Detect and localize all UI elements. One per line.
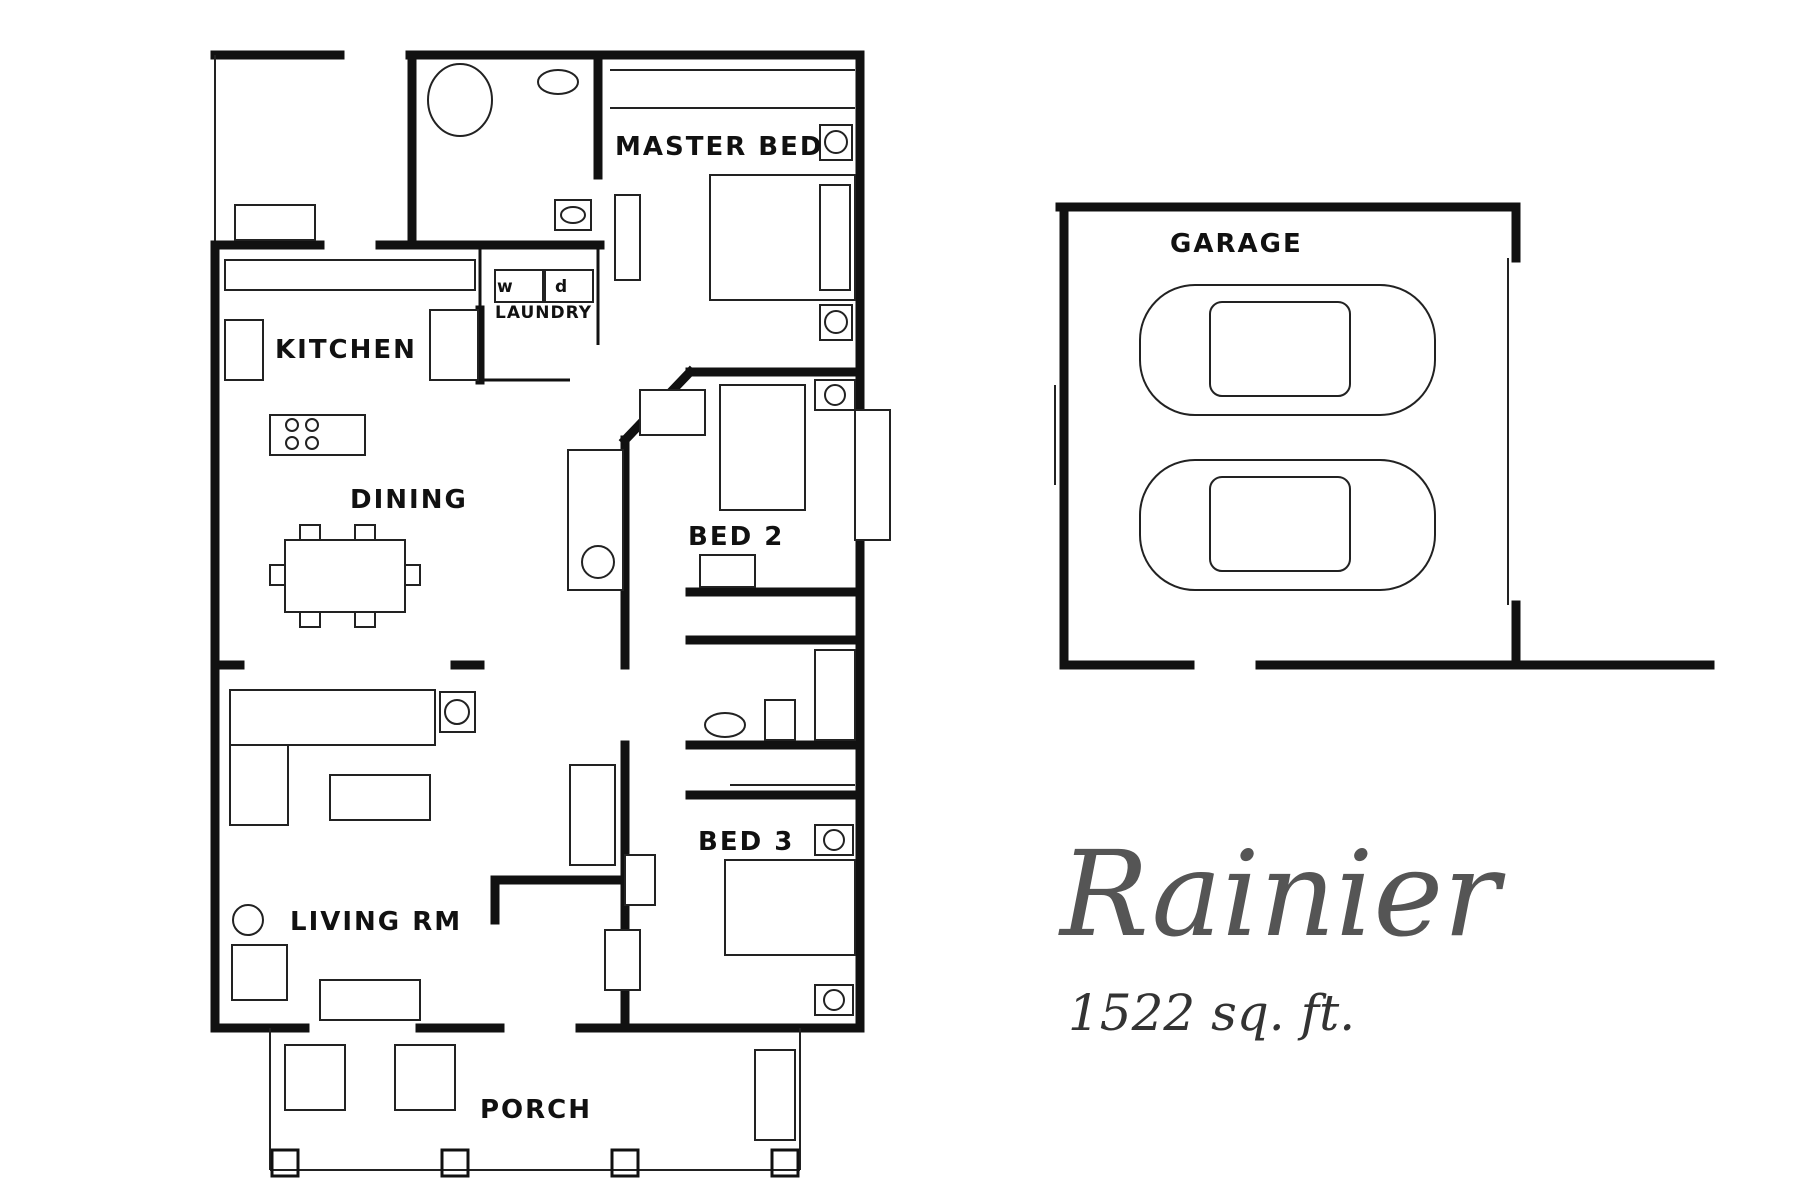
laundry-appliances (494, 269, 594, 303)
label-garage: GARAGE (1170, 229, 1303, 259)
living-furniture (229, 689, 616, 1021)
bed2-furniture (639, 379, 891, 588)
label-master-bed: MASTER BED (615, 132, 823, 162)
label-bed2: BED 2 (688, 522, 784, 552)
master-bed-furniture (610, 69, 856, 341)
bed3-furniture (604, 784, 856, 1016)
garage-walls (1054, 202, 1715, 670)
hall-closet (567, 449, 624, 591)
garage-cars (1139, 284, 1436, 591)
label-bed3: BED 3 (698, 827, 794, 857)
master-bath-fixtures (427, 63, 592, 231)
label-dryer: d (555, 277, 568, 297)
label-dining: DINING (350, 485, 468, 515)
plan-name: Rainier (1058, 825, 1506, 963)
label-living-rm: LIVING RM (290, 907, 462, 937)
label-laundry: LAUNDRY (495, 303, 592, 323)
dining-furniture (269, 524, 421, 628)
plan-area: 1522 sq. ft. (1068, 984, 1355, 1042)
house-walls (210, 50, 865, 1033)
label-kitchen: KITCHEN (275, 335, 417, 365)
porch-area (269, 1028, 801, 1178)
kitchen-furniture (224, 204, 479, 456)
bath2-fixtures (704, 649, 856, 741)
label-washer: w (497, 277, 514, 297)
label-porch: PORCH (480, 1095, 592, 1125)
